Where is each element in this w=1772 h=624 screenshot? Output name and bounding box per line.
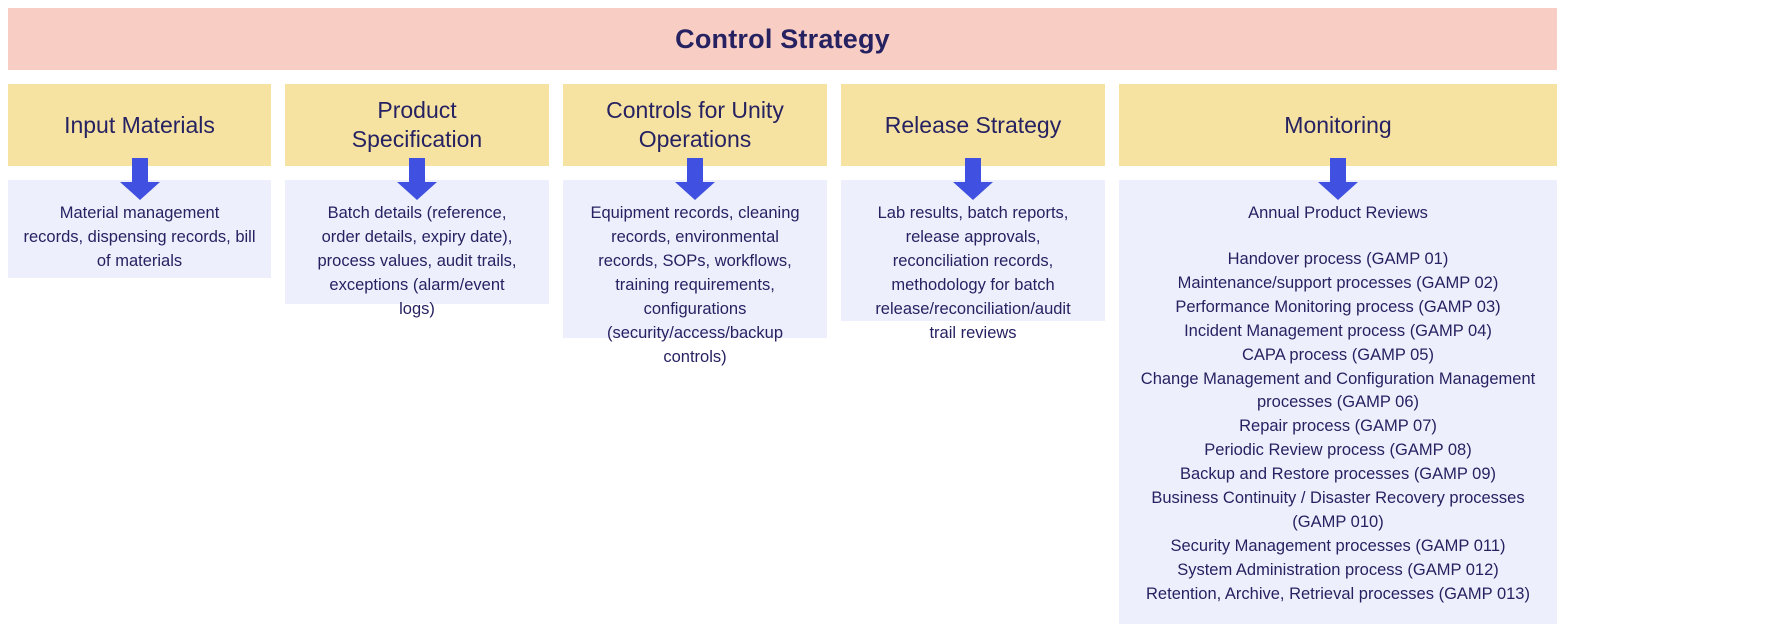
column-input-materials: Input Materials Material management reco… xyxy=(8,84,271,278)
column-body-controls-for-unity-operations: Equipment records, cleaning records, env… xyxy=(563,180,827,366)
list-item: Change Management and Configuration Mana… xyxy=(1140,369,1536,412)
column-body-release-strategy: Lab results, batch reports, release appr… xyxy=(841,180,1105,342)
column-header-release-strategy[interactable]: Release Strategy xyxy=(841,84,1105,166)
down-arrow-icon xyxy=(395,158,439,200)
column-body-text: Material management records, dispensing … xyxy=(23,204,256,270)
column-header-label: Release Strategy xyxy=(884,111,1062,138)
list-item: Retention, Archive, Retrieval processes … xyxy=(1146,584,1530,603)
page-title: Control Strategy xyxy=(675,23,890,54)
down-arrow-icon xyxy=(1316,158,1360,200)
column-body-text: Batch details (reference, order details,… xyxy=(317,204,517,318)
column-header-label: Input Materials xyxy=(64,111,215,138)
column-header-label: Monitoring xyxy=(1284,111,1392,138)
down-arrow-icon xyxy=(673,158,717,200)
column-body-monitoring: Annual Product Reviews Handover process … xyxy=(1119,180,1557,624)
list-item: Incident Management process (GAMP 04) xyxy=(1184,321,1492,340)
column-body-text: Equipment records, cleaning records, env… xyxy=(590,204,800,366)
down-arrow-icon xyxy=(951,158,995,200)
column-product-specification: Product Specification Batch details (ref… xyxy=(285,84,549,318)
list-item: Repair process (GAMP 07) xyxy=(1239,417,1437,436)
list-item: Security Management processes (GAMP 011) xyxy=(1170,536,1506,555)
column-body-text: Lab results, batch reports, release appr… xyxy=(875,204,1071,342)
list-item: Performance Monitoring process (GAMP 03) xyxy=(1175,297,1501,316)
list-item: CAPA process (GAMP 05) xyxy=(1242,345,1434,364)
list-item: Maintenance/support processes (GAMP 02) xyxy=(1177,273,1499,292)
list-item: Business Continuity / Disaster Recovery … xyxy=(1151,489,1525,532)
list-item: Periodic Review process (GAMP 08) xyxy=(1204,441,1472,460)
column-body-product-specification: Batch details (reference, order details,… xyxy=(285,180,549,318)
list-item: Backup and Restore processes (GAMP 09) xyxy=(1179,465,1497,484)
column-controls-for-unity-operations: Controls for Unity Operations Equipment … xyxy=(563,84,827,366)
down-arrow-icon xyxy=(118,158,162,200)
column-header-label: Product Specification xyxy=(351,97,483,152)
column-header-controls-for-unity-operations[interactable]: Controls for Unity Operations xyxy=(563,84,827,166)
column-header-label: Controls for Unity Operations xyxy=(606,97,784,152)
column-header-monitoring[interactable]: Monitoring xyxy=(1119,84,1557,166)
list-item: Handover process (GAMP 01) xyxy=(1227,249,1449,268)
gamp-process-list: Handover process (GAMP 01) Maintenance/su… xyxy=(1129,248,1547,607)
column-header-input-materials[interactable]: Input Materials xyxy=(8,84,271,166)
annual-product-reviews-label: Annual Product Reviews xyxy=(1248,204,1428,222)
column-header-product-specification[interactable]: Product Specification xyxy=(285,84,549,166)
control-strategy-banner: Control Strategy xyxy=(8,8,1557,70)
column-monitoring: Monitoring Annual Product Reviews Handov… xyxy=(1119,84,1557,624)
column-release-strategy: Release Strategy Lab results, batch repo… xyxy=(841,84,1105,342)
list-item: System Administration process (GAMP 012) xyxy=(1177,560,1499,579)
